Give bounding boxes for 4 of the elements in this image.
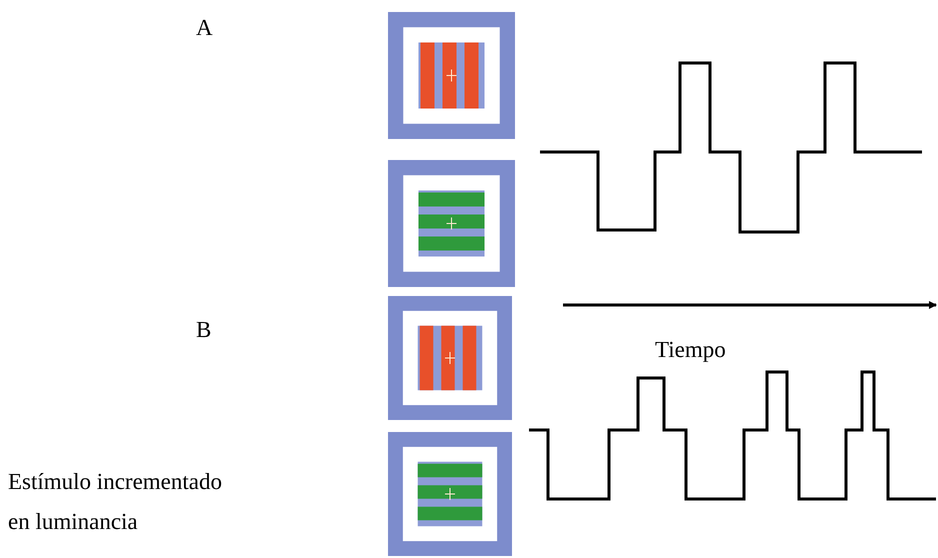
panel-label: A (196, 14, 213, 42)
panel-label: B (196, 316, 212, 344)
axis-label: Tiempo (655, 336, 726, 364)
caption-text: Estímulo incrementado en luminancia (8, 468, 223, 536)
